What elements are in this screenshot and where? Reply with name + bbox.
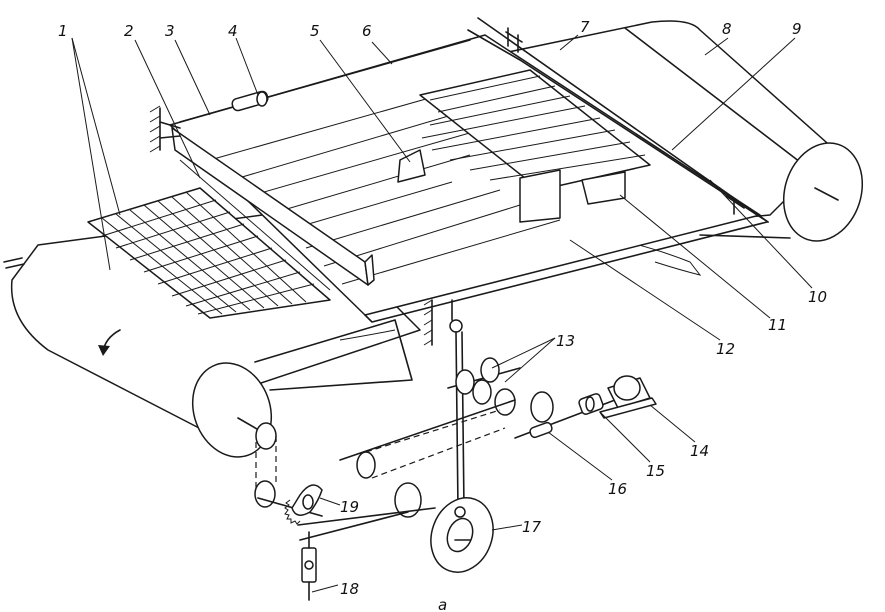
callout-5: 5: [310, 22, 320, 40]
motor-drive: [514, 375, 657, 439]
callout-17: 17: [522, 518, 542, 536]
tile-grid: [87, 187, 331, 319]
callout-9: 9: [792, 20, 802, 38]
pawl-rod: [297, 507, 436, 601]
divider-blade: [171, 127, 375, 286]
callout-12: 12: [716, 340, 735, 358]
rod-bearings: [477, 17, 769, 223]
callout-4: 4: [228, 22, 238, 40]
callout-7: 7: [580, 18, 590, 36]
callout-2: 2: [124, 22, 134, 40]
callout-14: 14: [690, 442, 709, 460]
guide-rod: [179, 39, 471, 123]
callout-8: 8: [722, 20, 732, 38]
callout-16: 16: [608, 480, 627, 498]
callout-10: 10: [808, 288, 827, 306]
callout-19: 19: [340, 498, 359, 516]
callout-1: 1: [58, 22, 68, 40]
callout-11: 11: [768, 316, 787, 334]
wall-mount-left: [149, 105, 181, 153]
ratchet-drive: [237, 417, 323, 525]
caption-mark: а: [438, 596, 447, 612]
vertical-link-mount: [423, 299, 465, 511]
leader-lines: [71, 34, 813, 593]
callout-labels: 1 2 3 4 5 6 7 8 9 10 11 12 13 14 15 16 1…: [58, 18, 827, 612]
gear-pair: [447, 357, 521, 416]
main-shaft: [339, 399, 516, 518]
callout-3: 3: [165, 22, 175, 40]
callout-18: 18: [340, 580, 359, 598]
stave-stack: [397, 69, 651, 223]
callout-15: 15: [646, 462, 665, 480]
callout-13: 13: [556, 332, 575, 350]
callout-6: 6: [362, 22, 372, 40]
crank-disk: [430, 497, 494, 573]
